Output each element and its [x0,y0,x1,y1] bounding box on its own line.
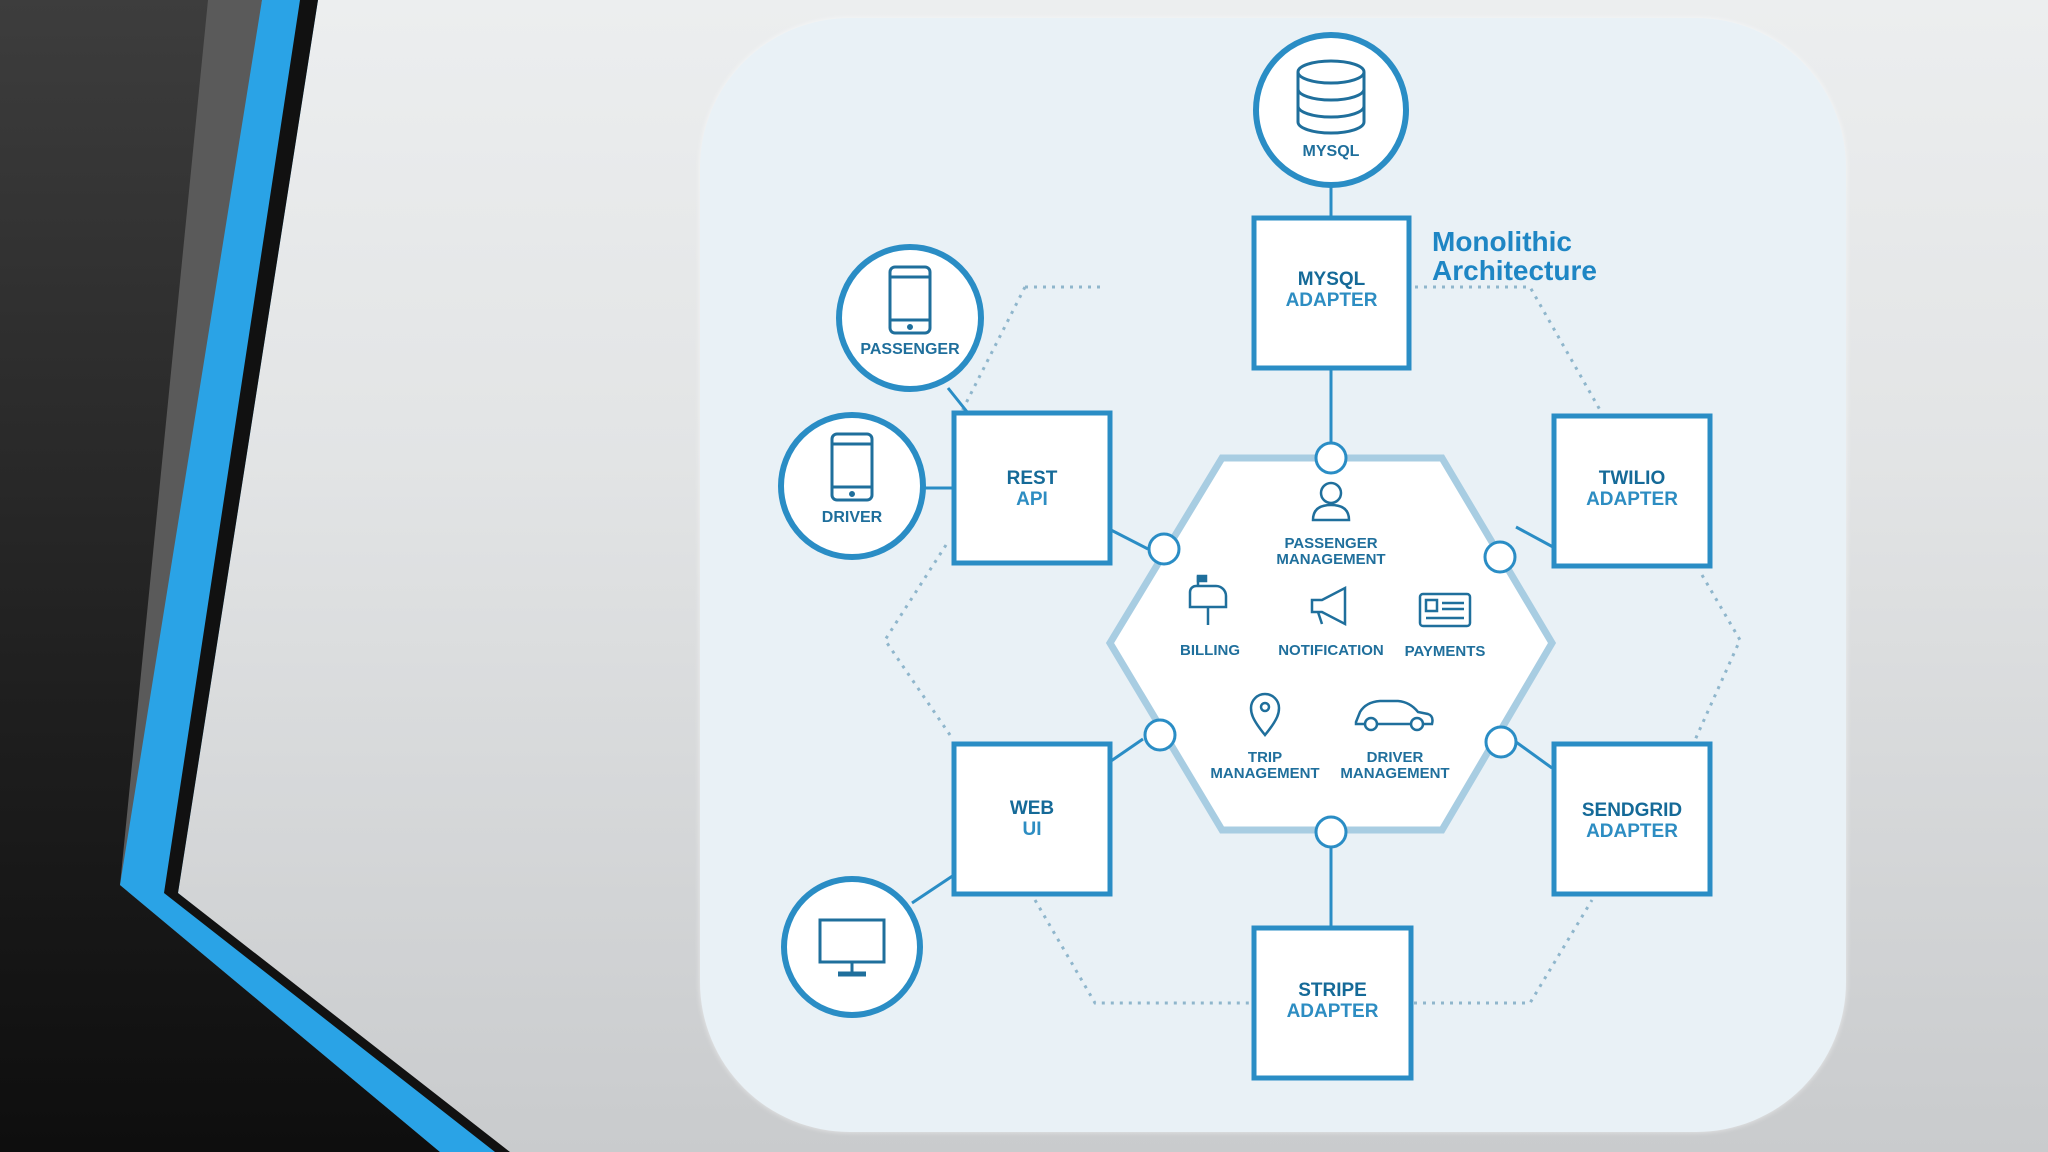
module-billing: BILLING [1180,642,1240,659]
rest-api-label: REST API [1006,468,1058,510]
web-ui-box [951,741,1113,897]
core-hexagon [1105,454,1557,834]
rest-api-box [951,410,1113,566]
passenger-circle [836,244,984,392]
monitor-icon [818,918,886,977]
phone-icon [888,265,932,335]
module-passenger-management: PASSENGER MANAGEMENT [1276,535,1386,569]
mailbox-icon [1188,574,1228,625]
megaphone-icon [1310,585,1347,627]
module-payments: PAYMENTS [1404,643,1486,660]
stripe-adapter-label: STRIPE ADAPTER [1286,980,1379,1022]
diagram-title: Monolithic Architecture [1432,226,1597,287]
web-ui-label: WEB UI [1009,798,1055,840]
port-bottom [1314,815,1348,849]
dark-side-panel [0,0,480,1152]
mysql-adapter-label: MYSQL ADAPTER [1285,269,1378,311]
port-top [1314,441,1348,475]
car-icon [1354,699,1434,732]
port-left-top [1147,532,1181,566]
phone-icon [830,432,874,502]
module-notification: NOTIFICATION [1278,642,1384,659]
twilio-adapter-label: TWILIO ADAPTER [1586,468,1678,510]
module-driver-management: DRIVER MANAGEMENT [1340,749,1450,783]
port-right-top [1483,540,1517,574]
person-icon [1311,481,1351,522]
monitor-circle [781,876,923,1018]
driver-label: DRIVER [821,509,883,526]
stripe-adapter-box [1251,925,1414,1081]
grey-stripe [120,0,480,1152]
sendgrid-adapter-label: SENDGRID ADAPTER [1581,800,1683,842]
twilio-adapter-box [1551,413,1713,569]
port-left-bottom [1143,718,1177,752]
blue-stripe [120,0,500,1152]
mysql-database-circle [1253,32,1409,188]
port-right-bottom [1484,725,1518,759]
database-icon [1296,59,1366,135]
card-icon [1418,592,1472,628]
module-trip-management: TRIP MANAGEMENT [1210,749,1320,783]
mysql-db-label: MYSQL [1302,143,1360,160]
passenger-label: PASSENGER [860,341,960,358]
sendgrid-adapter-box [1551,741,1713,897]
location-pin-icon [1249,692,1281,737]
mysql-adapter-box [1251,215,1412,371]
